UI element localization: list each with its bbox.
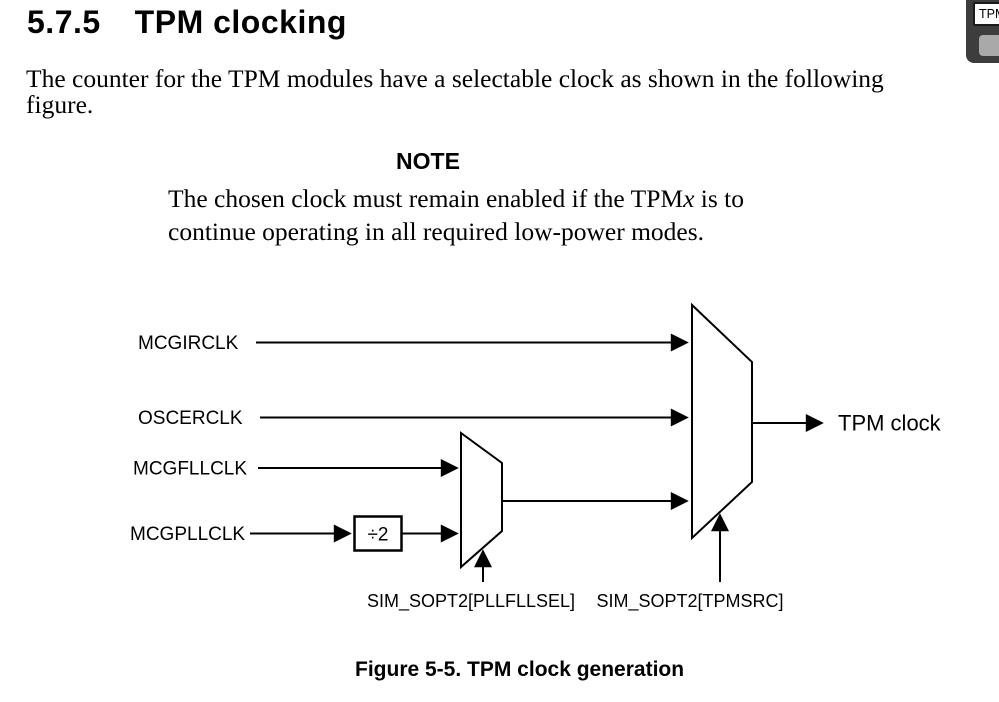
find-widget-panel bbox=[966, 0, 999, 63]
select-label-tpmsrc: SIM_SOPT2[TPMSRC] bbox=[596, 591, 783, 612]
note-line1-post: is to bbox=[694, 184, 744, 213]
note-text-line1: The chosen clock must remain enabled if … bbox=[168, 182, 868, 215]
divide-by-2-box bbox=[353, 515, 403, 552]
signal-label-mcgpllclk: MCGPLLCLK bbox=[130, 524, 245, 545]
mux-tpmsrc bbox=[691, 302, 753, 541]
note-line1-pre: The chosen clock must remain enabled if … bbox=[168, 184, 684, 213]
body-paragraph-line2: figure. bbox=[26, 90, 94, 119]
note-text: The chosen clock must remain enabled if … bbox=[168, 182, 868, 248]
note-text-line2: continue operating in all required low-p… bbox=[168, 217, 705, 246]
find-search-input[interactable] bbox=[973, 2, 999, 26]
section-number: 5.7.5 bbox=[27, 4, 101, 40]
note-heading: NOTE bbox=[396, 148, 460, 174]
mux-pllfllsel bbox=[460, 431, 503, 570]
signal-label-mcgirclk: MCGIRCLK bbox=[138, 333, 239, 354]
divide-by-2-label: ÷2 bbox=[368, 525, 389, 546]
find-widget-button[interactable] bbox=[979, 35, 999, 56]
signal-label-mcgfllclk: MCGFLLCLK bbox=[133, 459, 247, 480]
figure-caption: Figure 5-5. TPM clock generation bbox=[355, 658, 685, 681]
section-heading: 5.7.5 TPM clocking bbox=[27, 2, 347, 42]
note-line1-italic: x bbox=[683, 184, 695, 213]
body-paragraph-line1: The counter for the TPM modules have a s… bbox=[26, 64, 884, 93]
section-title: TPM clocking bbox=[134, 4, 347, 40]
select-label-pllfllsel: SIM_SOPT2[PLLFLLSEL] bbox=[367, 591, 575, 612]
body-paragraph: The counter for the TPM modules have a s… bbox=[26, 66, 999, 118]
signal-label-oscerclk: OSCERCLK bbox=[138, 408, 243, 429]
output-label-tpm-clock: TPM clock bbox=[838, 411, 942, 436]
